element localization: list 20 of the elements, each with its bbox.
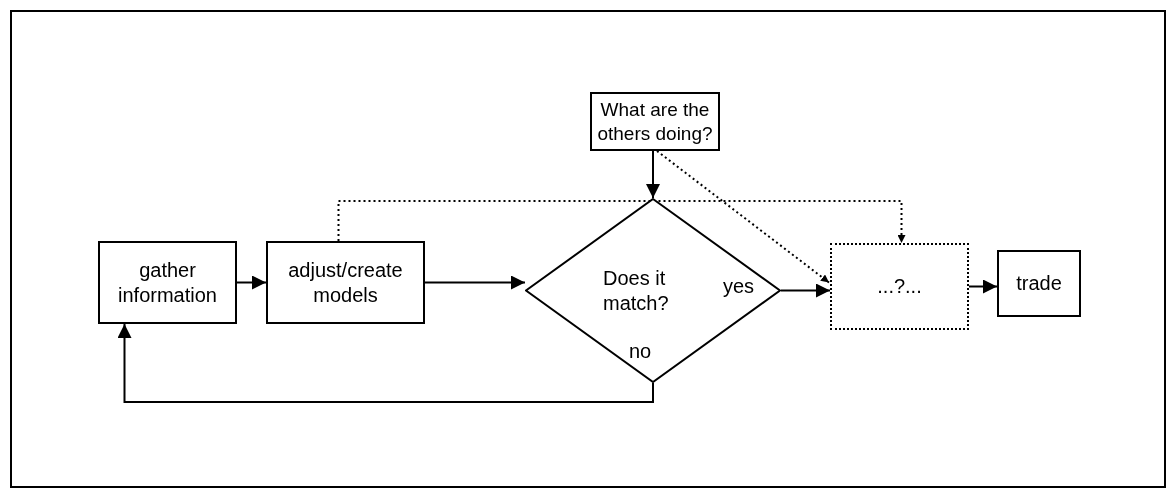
dotted-arrow [656,150,830,284]
arrow [424,275,526,290]
arrow [117,323,654,403]
node-text: What are the others doing? [596,97,714,146]
process-box [98,241,237,324]
arrow [968,279,998,294]
arrow [646,150,660,199]
arrow [780,283,831,298]
process-box [266,241,425,324]
node-text: trade [1016,271,1062,296]
decision-diamond [525,198,781,383]
process-box [997,250,1081,317]
node-text: ...?... [877,274,922,299]
node-text: gather information [117,257,218,308]
node-text: adjust/create models [287,257,404,308]
node-text: Does it match? [603,265,670,316]
dotted-arrow [337,200,906,244]
arrow [236,275,267,290]
process-box [590,92,720,151]
placeholder-box [830,243,969,330]
